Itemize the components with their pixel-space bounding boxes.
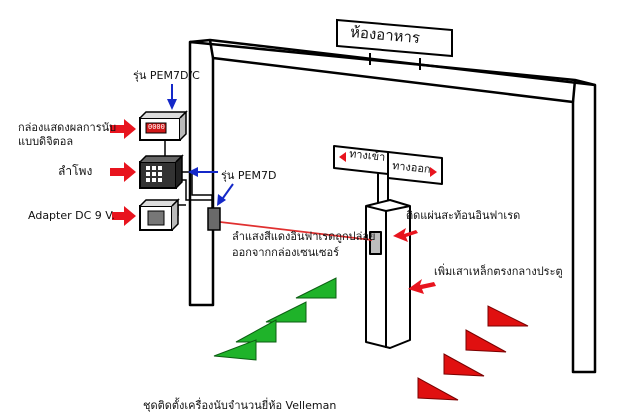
sensor-box <box>207 207 221 231</box>
speaker-label: ลำโพง <box>58 164 93 178</box>
red-triangles <box>417 305 529 401</box>
red-arrow-icon <box>110 119 136 139</box>
blue-arrow-icon <box>188 167 198 177</box>
display-box <box>139 110 188 141</box>
red-arrows <box>110 119 436 294</box>
reflector-label: ติดแผ่นสะท้อนอินฟาเรด <box>406 209 521 222</box>
model-pem7dc-label: รุ่น PEM7D/C <box>133 69 200 82</box>
beam-label-line1: ลำแสงสีแดงอินฟาเรดถูกปล่อย <box>232 230 376 243</box>
red-triangle-icon <box>443 353 485 377</box>
blue-arrows <box>167 84 234 206</box>
display-box-label-line2: แบบดิจิตอล <box>18 135 74 148</box>
in-arrow-icon <box>339 152 346 162</box>
red-triangle-icon <box>487 305 529 327</box>
reflector-plate <box>369 231 382 255</box>
restaurant-sign <box>336 18 453 70</box>
red-triangle-icon <box>417 377 459 401</box>
door-frame <box>188 38 597 374</box>
red-arrow-icon <box>408 279 436 294</box>
red-arrow-icon <box>393 228 418 242</box>
beam-label-line2: ออกจากกล่องเซนเซอร์ <box>232 246 340 259</box>
green-triangle-icon <box>235 319 277 343</box>
speaker-box <box>139 154 184 189</box>
adapter-box <box>139 198 180 231</box>
green-triangle-icon <box>213 339 257 361</box>
blue-arrow-icon <box>217 194 226 206</box>
adapter-label: Adapter DC 9 V. <box>28 209 115 222</box>
red-triangle-icon <box>465 329 507 353</box>
post-label: เพิ่มเสาเหล็กตรงกลางประตู <box>434 265 563 278</box>
infrared-beam <box>219 221 373 241</box>
out-arrow-icon <box>430 167 437 177</box>
model-pem7d-label: รุ่น PEM7D <box>221 169 277 182</box>
caption: ชุดติดตั้งเครื่องนับจำนวนยี่ห้อ Velleman <box>143 399 337 412</box>
red-arrow-icon <box>110 162 136 182</box>
green-triangles <box>213 277 337 361</box>
blue-arrow-icon <box>167 99 177 110</box>
green-triangle-icon <box>265 301 307 323</box>
green-triangle-icon <box>295 277 337 299</box>
display-readout: 0000 <box>148 123 165 131</box>
display-box-label-line1: กล่องแสดงผลการนับ <box>18 121 117 134</box>
red-arrow-icon <box>112 206 136 226</box>
